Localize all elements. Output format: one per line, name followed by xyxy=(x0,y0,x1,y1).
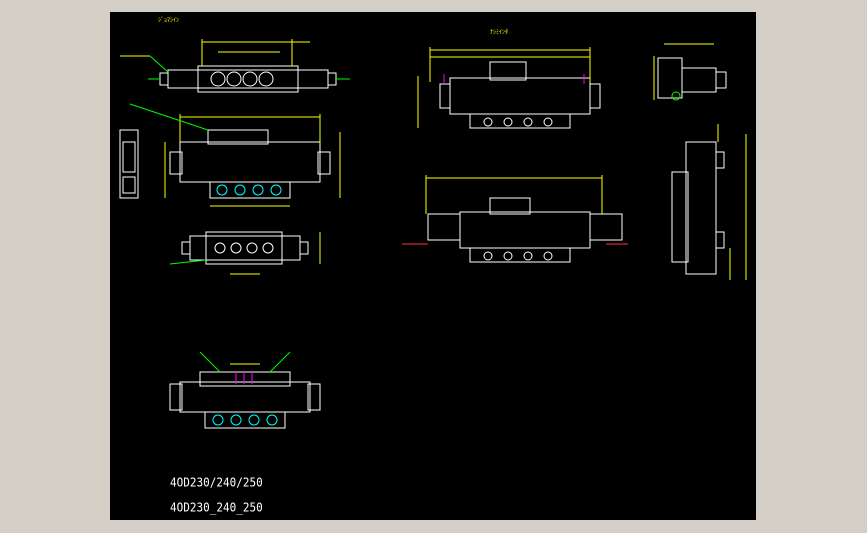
top-view xyxy=(120,39,350,93)
bottom-view xyxy=(671,124,747,280)
view-label: ﾅｼﾐｲﾝﾀ xyxy=(490,29,508,36)
drawing-subtitle: 4OD230_240_250 xyxy=(170,500,263,515)
section-view xyxy=(169,231,321,275)
front-solenoid-view xyxy=(169,351,321,429)
side-detail xyxy=(119,129,139,199)
cad-drawing: ｼﾞｮﾏｼｲﾝ xyxy=(119,17,747,429)
drawing-title: 4OD230/240/250 xyxy=(170,475,263,490)
front-view xyxy=(129,103,341,207)
middle-top-view xyxy=(417,47,601,129)
drawing-canvas[interactable]: ｼﾞｮﾏｼｲﾝ xyxy=(110,12,756,520)
end-view xyxy=(653,43,727,101)
middle-lower-view xyxy=(402,175,628,263)
view-label: ｼﾞｮﾏｼｲﾝ xyxy=(158,17,179,24)
